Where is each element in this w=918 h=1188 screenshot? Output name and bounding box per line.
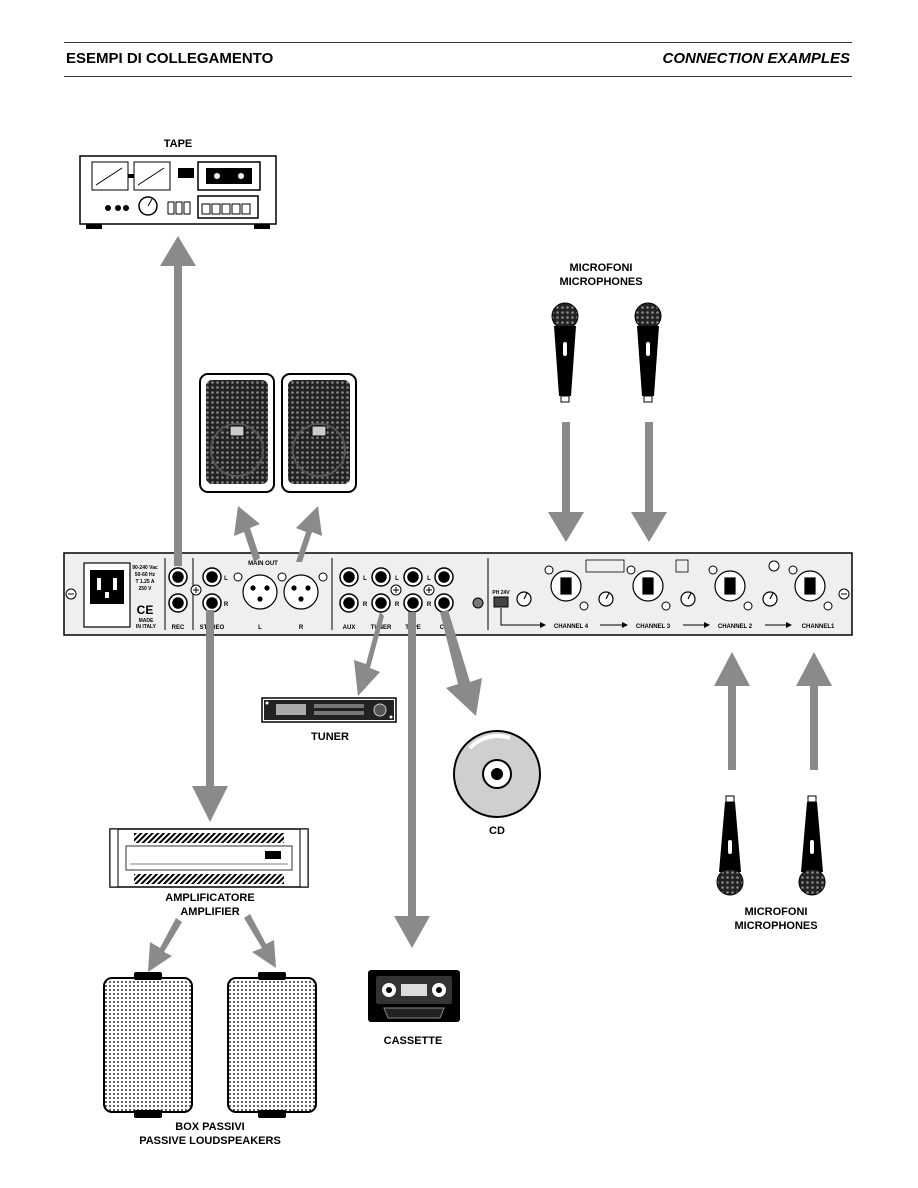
arrow-main-l-to-speaker	[234, 506, 260, 562]
panel-channel-2: CHANNEL 2	[718, 624, 753, 630]
panel-main-l-label: L	[258, 625, 262, 631]
arrow-tuner	[354, 612, 384, 696]
tape-deck	[79, 155, 277, 229]
passive-speakers-label-1: BOX PASSIVI	[175, 1121, 244, 1133]
ce-mark: CE	[137, 603, 154, 617]
cassette-label: CASSETTE	[384, 1035, 443, 1047]
microphone-top-1	[551, 302, 579, 403]
arrow-amp-to-passive-left	[148, 918, 182, 972]
panel-aux-l: L	[363, 576, 367, 582]
tuner-label: TUNER	[311, 731, 349, 743]
tuner-unit	[261, 697, 397, 723]
arrow-cd	[440, 610, 482, 716]
panel-channel-1: CHANNEL1	[802, 624, 835, 630]
panel-rec-label: REC	[172, 625, 185, 631]
arrow-mic4-to-channel1	[796, 652, 832, 770]
cassette-tape	[368, 970, 460, 1022]
cd-label: CD	[489, 825, 505, 837]
panel-stereo-r: R	[224, 602, 229, 608]
power-spec-3: T 1.25 A	[136, 579, 155, 585]
panel-channel-3: CHANNEL 3	[636, 624, 671, 630]
arrow-tape-to-cassette	[394, 612, 430, 948]
passive-speakers-label-2: PASSIVE LOUDSPEAKERS	[139, 1135, 281, 1147]
signal-arrows	[148, 236, 832, 972]
panel-aux-label: AUX	[343, 625, 356, 631]
amplifier-label-2: AMPLIFIER	[180, 906, 239, 918]
panel-tape-r: R	[427, 602, 432, 608]
passive-speaker-right	[227, 972, 317, 1118]
panel-main-out-label: MAIN OUT	[248, 561, 278, 567]
microphone-top-2	[634, 302, 662, 403]
amplifier-unit	[109, 828, 309, 888]
panel-tuner-label: TUNER	[371, 625, 392, 631]
power-spec-4: 250 V	[138, 586, 152, 592]
page-title-english: CONNECTION EXAMPLES	[662, 50, 850, 67]
mixer-rear-panel	[63, 552, 853, 636]
arrow-mic1-to-channel4	[548, 422, 584, 542]
made-label-1: MADE	[139, 618, 154, 624]
active-speaker-right	[281, 373, 357, 493]
power-spec-2: 50-60 Hz	[135, 572, 156, 578]
arrow-rec-to-tape	[160, 236, 196, 566]
panel-phantom-label: PH 24V	[492, 590, 510, 596]
panel-tape-l: L	[427, 576, 431, 582]
mics-bottom-label-1: MICROFONI	[745, 906, 808, 918]
mics-bottom-label-2: MICROPHONES	[734, 920, 817, 932]
passive-speaker-left	[103, 972, 193, 1118]
arrow-mic3-to-channel2	[714, 652, 750, 770]
tape-deck-label: TAPE	[164, 138, 193, 150]
arrow-mic2-to-channel3	[631, 422, 667, 542]
arrow-main-r-to-speaker	[296, 506, 322, 562]
arrow-stereo-to-amplifier	[192, 610, 228, 822]
panel-tuner-r: R	[395, 602, 400, 608]
panel-aux-r: R	[363, 602, 368, 608]
panel-stereo-l: L	[224, 576, 228, 582]
header-top-rule	[64, 42, 852, 43]
panel-channel-4: CHANNEL 4	[554, 624, 589, 630]
cd-disc	[453, 730, 541, 818]
amplifier-label-1: AMPLIFICATORE	[165, 892, 254, 904]
made-label-2: IN ITALY	[136, 624, 157, 630]
arrow-amp-to-passive-right	[244, 914, 276, 968]
microphone-bottom-2	[798, 795, 826, 896]
microphone-bottom-1	[716, 795, 744, 896]
page-title-italian: ESEMPI DI COLLEGAMENTO	[66, 50, 274, 67]
panel-tuner-l: L	[395, 576, 399, 582]
header-bottom-rule	[64, 76, 852, 77]
mics-top-label-1: MICROFONI	[570, 262, 633, 274]
active-speaker-left	[199, 373, 275, 493]
panel-main-r-label: R	[299, 625, 304, 631]
mics-top-label-2: MICROPHONES	[559, 276, 642, 288]
power-spec-1: 90-240 Vac	[132, 565, 158, 571]
